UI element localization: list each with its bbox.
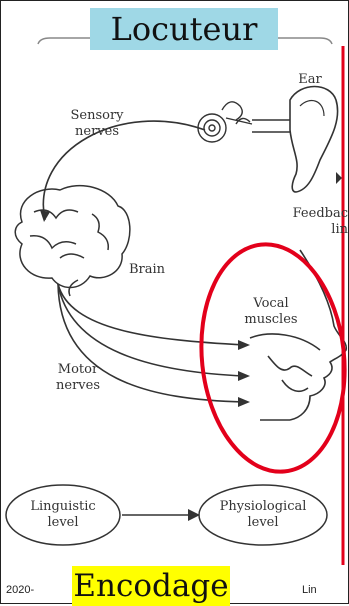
bottom-title-box: Encodage (72, 566, 230, 606)
motor-arrowheads (238, 340, 250, 407)
vocal-tract-icon (250, 250, 346, 420)
level-arrowhead (188, 509, 200, 521)
cochlea-icon (198, 102, 252, 142)
feedback-arrowhead (336, 172, 342, 184)
physiological-level-label: Physiological level (205, 499, 321, 531)
ear-canal (252, 120, 290, 132)
footer-left-text: 2020- (6, 584, 34, 596)
motor-nerves-label: Motor nerves (48, 362, 108, 394)
brain-icon (15, 186, 130, 296)
top-bracket-right (278, 38, 332, 44)
sensory-nerves-label: Sensory nerves (62, 108, 132, 140)
linguistic-level-label: Linguistic level (16, 499, 110, 531)
title-box: Locuteur (90, 8, 278, 50)
brain-label: Brain (124, 262, 170, 278)
title-text: Locuteur (111, 10, 258, 48)
ear-icon (290, 87, 338, 193)
top-bracket-left (38, 38, 92, 44)
ear-label: Ear (290, 72, 330, 88)
footer-right-text: Lin (302, 584, 317, 596)
bottom-title-text: Encodage (73, 568, 228, 604)
vocal-muscles-label: Vocal muscles (236, 296, 306, 328)
feedback-link-label: Feedbac lin (278, 206, 348, 238)
